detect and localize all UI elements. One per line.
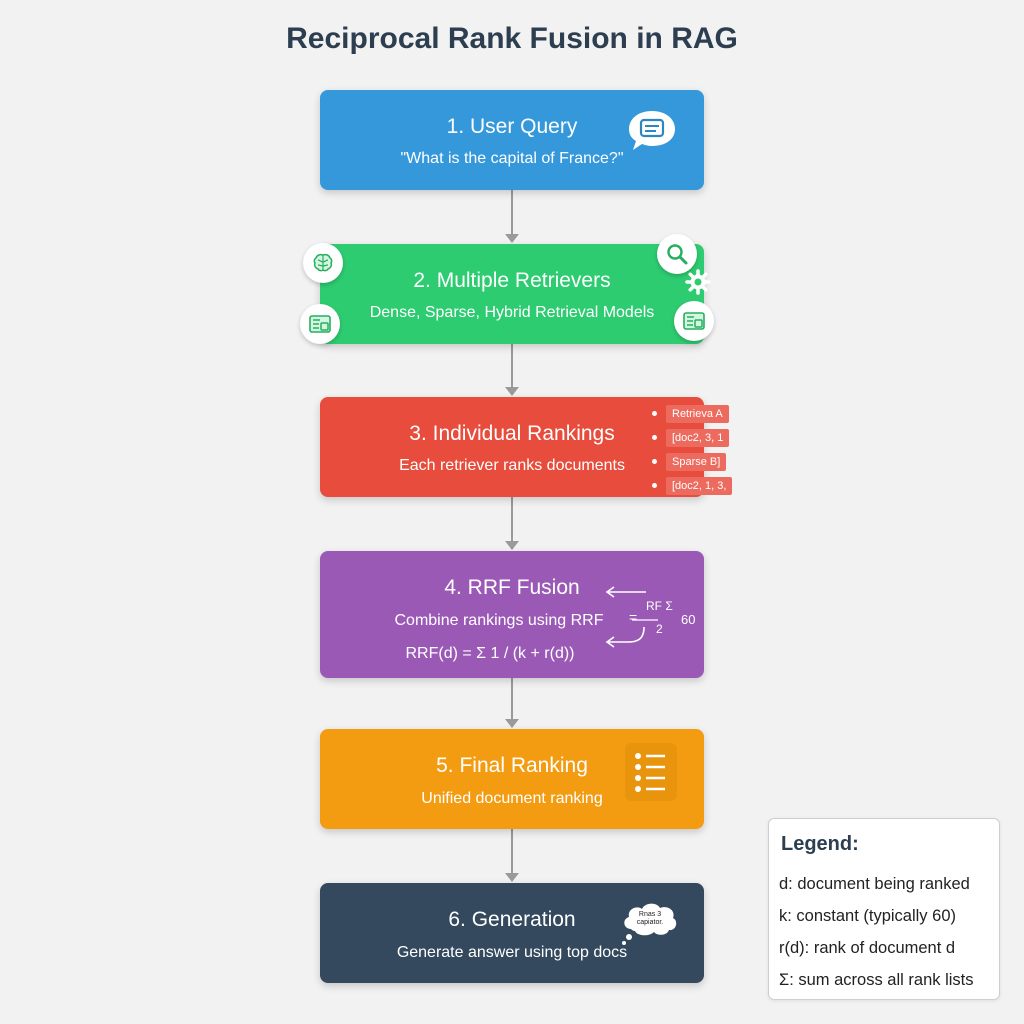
list-item: [doc2, 1, 3, [648,475,758,499]
step-title: 3. Individual Rankings [409,422,615,445]
bubble-text: capiator. [636,919,664,926]
page-title: Reciprocal Rank Fusion in RAG [286,22,738,55]
legend-title: Legend: [781,833,859,855]
connector [511,497,513,541]
list-item-label: [doc2, 1, 3, [666,477,733,495]
step-subtitle: Generate answer using top docs [396,944,628,961]
step-individual-rankings: 3. Individual Rankings Each retriever ra… [320,397,704,497]
list-item: Sparse B] [648,451,758,475]
thought-bubble-icon: Rnas 3 capiator. [619,899,681,947]
step-title: 5. Final Ranking [436,754,588,777]
rrf-formula: RRF(d) = Σ 1 / (k + r(d)) [405,645,575,662]
connector [511,344,513,387]
rankings-list: Retrieva A [doc2, 3, 1 Sparse B] [doc2, … [648,403,758,499]
arrow-head [505,873,519,882]
list-item-label: Retrieva A [666,405,729,423]
connector [511,829,513,873]
legend-item: r(d): rank of document d [779,939,956,957]
legend-item: k: constant (typically 60) [779,907,956,925]
bullet-icon [652,483,657,488]
step-subtitle: Combine rankings using RRF [394,612,604,629]
step-title: 6. Generation [448,908,576,931]
database-icon [300,304,340,344]
step-rrf-fusion: 4. RRF Fusion Combine rankings using RRF… [320,551,704,678]
step-subtitle: Each retriever ranks documents [399,457,625,474]
brain-icon [303,243,343,283]
search-icon [657,234,697,274]
bullet-icon [652,459,657,464]
arrow-head [505,719,519,728]
step-subtitle: Dense, Sparse, Hybrid Retrieval Models [369,304,655,321]
step-final-ranking: 5. Final Ranking Unified document rankin… [320,729,704,829]
arrow-head [505,541,519,550]
legend-item: Σ: sum across all rank lists [779,971,974,989]
arrow-head [505,234,519,243]
legend-item: d: document being ranked [779,875,970,893]
list-item-label: Sparse B] [666,453,727,471]
step-user-query: 1. User Query "What is the capital of Fr… [320,90,704,190]
list-item: Retrieva A [648,403,758,427]
chat-bubble-icon [626,108,678,154]
step-subtitle: Unified document ranking [421,790,603,807]
list-icon [625,743,677,801]
step-title: 2. Multiple Retrievers [413,269,611,292]
list-item-label: [doc2, 3, 1 [666,429,730,447]
step-subtitle: "What is the capital of France?" [400,150,624,167]
step-multiple-retrievers: 2. Multiple Retrievers Dense, Sparse, Hy… [320,244,704,344]
fraction-denominator: 2 [656,622,663,636]
gear-icon [684,268,712,296]
equals-sign: = [629,609,638,625]
legend: Legend: d: document being ranked k: cons… [768,818,1000,1000]
bullet-icon [652,411,657,416]
list-item: [doc2, 3, 1 [648,427,758,451]
fraction-numerator: RF Σ [646,599,673,613]
connector [511,678,513,719]
fusion-arrows [600,577,690,657]
database-icon [674,301,714,341]
connector [511,190,513,234]
step-title: 4. RRF Fusion [444,576,580,599]
bubble-text: Rnas 3 [638,911,662,918]
bullet-icon [652,435,657,440]
rrf-constant: 60 [681,612,696,627]
arrow-head [505,387,519,396]
step-title: 1. User Query [446,115,578,138]
step-generation: 6. Generation Generate answer using top … [320,883,704,983]
